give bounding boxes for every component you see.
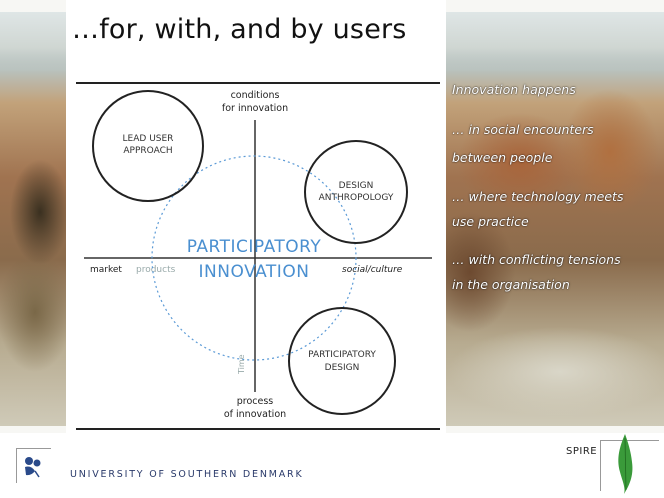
spire-logo-box — [600, 440, 659, 491]
footer-bar — [0, 433, 664, 498]
participatory-design-label-1: PARTICIPATORY — [308, 350, 376, 360]
axis-right-label: social/culture — [342, 265, 403, 275]
spire-leaf-icon — [618, 434, 633, 494]
lead-user-circle — [92, 90, 204, 202]
bullet-item: Innovation happens — [452, 82, 576, 97]
diagram-panel — [66, 0, 446, 433]
axis-top-label-2: for innovation — [222, 103, 288, 114]
university-logo — [16, 448, 51, 483]
axis-bottom-faint-label: Time — [237, 354, 246, 375]
innovation-diagram: conditions for innovation process of inn… — [76, 82, 440, 430]
bullet-item: … in social encounters — [452, 122, 594, 137]
university-emblem-icon — [25, 457, 41, 478]
bullet-item: … with conflicting tensions — [452, 252, 621, 267]
bullet-item: use practice — [452, 214, 529, 229]
bullet-item: … where technology meets — [452, 189, 624, 204]
axis-left-label: market — [90, 265, 122, 275]
axis-bottom-label-1: process — [237, 396, 274, 407]
design-anthropology-label-2: ANTHROPOLOGY — [319, 193, 394, 203]
lead-user-label-2: APPROACH — [123, 146, 172, 156]
lead-user-label-1: LEAD USER — [123, 134, 174, 144]
bullet-item: in the organisation — [452, 277, 570, 292]
axis-bottom-label-2: of innovation — [224, 409, 286, 420]
center-label-1: PARTICIPATORY — [187, 237, 322, 257]
spire-label: SPIRE — [566, 446, 598, 457]
axis-left-faint-label: products — [136, 265, 176, 275]
bullet-item: between people — [452, 150, 553, 165]
participatory-design-circle — [288, 307, 396, 415]
design-anthropology-label-1: DESIGN — [339, 181, 374, 191]
participatory-design-label-2: DESIGN — [325, 363, 360, 373]
design-anthropology-circle — [304, 140, 408, 244]
slide-title: …for, with, and by users — [72, 14, 407, 45]
center-label-2: INNOVATION — [199, 262, 310, 282]
university-name: UNIVERSITY OF SOUTHERN DENMARK — [70, 469, 304, 480]
axis-top-label-1: conditions — [231, 90, 280, 101]
participatory-innovation-circle — [151, 155, 357, 361]
